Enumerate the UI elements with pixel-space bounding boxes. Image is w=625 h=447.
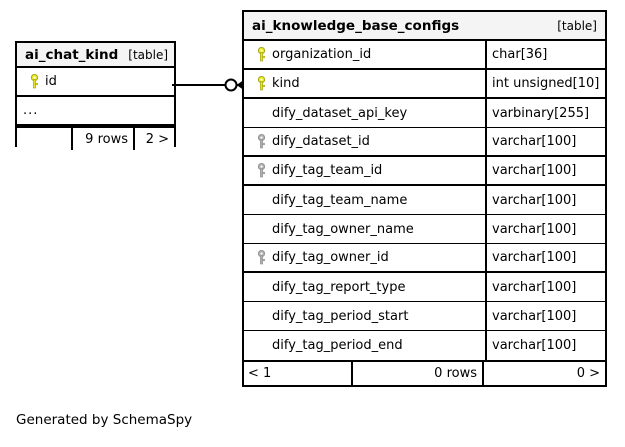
table-title: ai_chat_kind — [25, 46, 119, 63]
column-name-cell: organization_id — [244, 41, 485, 68]
column-name-label: dify_tag_team_id — [272, 163, 383, 178]
column-name-cell: dify_tag_period_start — [244, 302, 485, 330]
table-row[interactable]: organization_id char[36] — [244, 41, 605, 70]
column-name-label: id — [45, 74, 57, 89]
table-type-tag: [table] — [557, 18, 597, 33]
table-row-container: organization_id char[36] kind int unsigned[… — [244, 41, 605, 360]
column-name-cell: dify_tag_owner_id — [244, 244, 485, 271]
column-name-label: dify_tag_owner_name — [272, 221, 414, 237]
column-type-cell: varchar[100] — [485, 215, 605, 243]
column-name-cell: dify_tag_owner_name — [244, 215, 485, 243]
column-type-label: int unsigned[10] — [492, 76, 600, 91]
primary-key-icon — [250, 47, 272, 62]
footer-prev-page[interactable]: < 1 — [244, 362, 353, 385]
column-name-cell: dify_tag_team_id — [244, 157, 485, 184]
column-name-label: dify_tag_period_start — [272, 308, 409, 324]
index-key-icon — [250, 250, 272, 265]
footer-row-count: 9 rows — [73, 128, 135, 150]
table-row[interactable]: dify_tag_team_id varchar[100] — [244, 157, 605, 186]
table-header: ai_knowledge_base_configs [table] — [244, 12, 605, 41]
column-type-cell: char[36] — [485, 41, 605, 68]
footer-next-page[interactable]: 2 > — [145, 131, 169, 147]
table-row[interactable]: dify_tag_owner_id varchar[100] — [244, 244, 605, 273]
relationship-connector-crows-foot — [172, 77, 248, 93]
column-type-label: varchar[100] — [492, 134, 577, 149]
column-type-label: char[36] — [492, 47, 548, 62]
column-name-cell: dify_tag_report_type — [244, 273, 485, 301]
table-ai-chat-kind[interactable]: ai_chat_kind [table] id ... — [15, 41, 176, 150]
table-title: ai_knowledge_base_configs — [252, 17, 460, 34]
column-type-label: varchar[100] — [492, 221, 577, 237]
column-type-cell: varchar[100] — [485, 331, 605, 360]
column-type-label: varbinary[255] — [492, 105, 590, 121]
generated-by-caption: Generated by SchemaSpy — [16, 412, 193, 428]
table-row[interactable]: dify_tag_report_type varchar[100] — [244, 273, 605, 302]
index-key-icon — [250, 163, 272, 178]
column-type-label: varchar[100] — [492, 279, 577, 295]
column-name-label: dify_dataset_api_key — [272, 105, 408, 121]
column-name-cell: dify_tag_period_end — [244, 331, 485, 360]
table-row[interactable]: dify_tag_owner_name varchar[100] — [244, 215, 605, 244]
column-type-label: varchar[100] — [492, 192, 577, 208]
column-type-cell: varchar[100] — [485, 128, 605, 155]
column-name-label: organization_id — [272, 47, 372, 62]
column-type-label: varchar[100] — [492, 163, 577, 178]
column-type-cell: varchar[100] — [485, 244, 605, 271]
column-type-cell: varchar[100] — [485, 186, 605, 214]
column-type-label: varchar[100] — [492, 338, 577, 353]
column-name-label: dify_dataset_id — [272, 134, 370, 149]
table-row[interactable]: dify_tag_period_start varchar[100] — [244, 302, 605, 331]
column-name-label: dify_tag_owner_id — [272, 250, 389, 265]
table-row[interactable]: id — [17, 68, 174, 97]
column-name-label: dify_tag_team_name — [272, 192, 408, 208]
column-name-label: dify_tag_report_type — [272, 279, 406, 295]
column-name-label: dify_tag_period_end — [272, 338, 403, 353]
table-row[interactable]: dify_dataset_api_key varbinary[255] — [244, 99, 605, 128]
table-row[interactable]: dify_tag_period_end varchar[100] — [244, 331, 605, 360]
column-name-cell: kind — [244, 70, 485, 97]
column-type-cell: varchar[100] — [485, 273, 605, 301]
table-type-tag: [table] — [128, 47, 169, 62]
table-footer: 9 rows 2 > — [17, 126, 174, 150]
index-key-icon — [250, 134, 272, 149]
table-row-ellipsis: ... — [17, 97, 174, 126]
table-ai-knowledge-base-configs[interactable]: ai_knowledge_base_configs [table] organi… — [242, 10, 607, 387]
table-row[interactable]: dify_dataset_id varchar[100] — [244, 128, 605, 157]
primary-key-icon — [23, 74, 45, 89]
column-type-cell: varbinary[255] — [485, 99, 605, 127]
column-name-cell: id — [17, 68, 174, 95]
table-footer: < 1 0 rows 0 > — [244, 360, 605, 385]
table-row[interactable]: kind int unsigned[10] — [244, 70, 605, 99]
column-name-cell: dify_dataset_id — [244, 128, 485, 155]
column-name-label: kind — [272, 76, 300, 91]
footer-row-count: 0 rows — [353, 362, 484, 385]
column-type-cell: varchar[100] — [485, 302, 605, 330]
column-type-cell: varchar[100] — [485, 157, 605, 184]
column-type-label: varchar[100] — [492, 308, 577, 324]
footer-prev-page[interactable] — [17, 128, 73, 150]
primary-key-icon — [250, 76, 272, 91]
table-row[interactable]: dify_tag_team_name varchar[100] — [244, 186, 605, 215]
column-type-label: varchar[100] — [492, 250, 577, 265]
footer-next-page[interactable]: 0 > — [576, 366, 600, 381]
column-name-cell: dify_dataset_api_key — [244, 99, 485, 127]
table-header: ai_chat_kind [table] — [17, 43, 174, 68]
column-name-cell: dify_tag_team_name — [244, 186, 485, 214]
more-columns-ellipsis: ... — [23, 103, 39, 118]
column-type-cell: int unsigned[10] — [485, 70, 605, 97]
